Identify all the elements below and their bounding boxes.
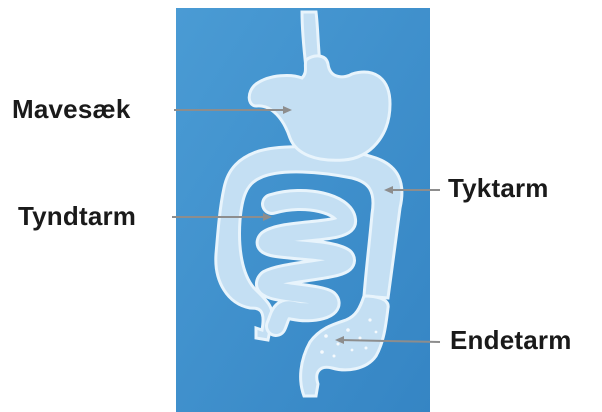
small-intestine-pointer-arrow [263,213,272,221]
small-intestine-label: Tyndtarm [18,203,136,229]
rectum-pointer-line [340,340,440,342]
rectum-pointer-arrow [335,336,344,344]
large-intestine-pointer-arrow [384,186,393,194]
stomach-label: Mavesæk [12,96,130,122]
large-intestine-label: Tyktarm [448,175,549,201]
rectum-label: Endetarm [450,327,572,353]
stomach-pointer-arrow [283,106,292,114]
